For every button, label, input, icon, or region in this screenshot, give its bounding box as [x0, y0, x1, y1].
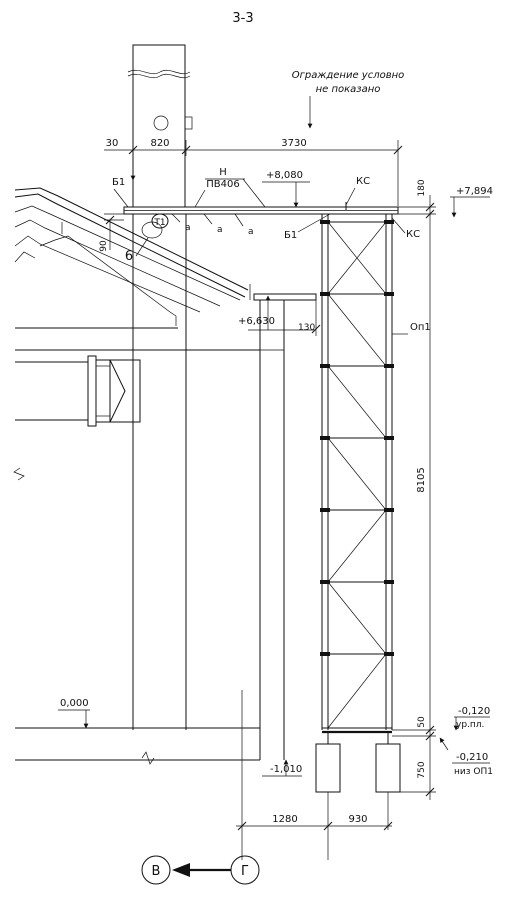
elev-platform: +6,630: [238, 316, 275, 327]
axis-label-g: Г: [241, 864, 249, 879]
dim-930: 930: [348, 814, 367, 825]
axis-label-v: В: [152, 864, 161, 879]
label-b1-left: Б1: [112, 177, 125, 188]
elev-bottom-op1: -0,210: [456, 752, 488, 763]
node-circle: [141, 221, 163, 239]
canopy-beam: [104, 202, 399, 221]
break-mark: [13, 467, 25, 481]
label-b1-right: Б1: [284, 230, 297, 241]
label-op1: Оп1: [410, 322, 431, 333]
dim-50: 50: [417, 716, 427, 728]
top-dimension: [104, 140, 403, 206]
dim-820: 820: [150, 138, 169, 149]
chimney-hatch-icon: [153, 115, 169, 131]
foundation-left: [315, 743, 341, 793]
beam-mark-h: Н: [219, 167, 227, 178]
beam-profile: ПВ406: [206, 179, 239, 190]
elev-floor: -0,120: [458, 706, 490, 717]
duct: [15, 355, 141, 427]
t1-marker: [151, 213, 169, 229]
weld-a-2: а: [217, 225, 223, 235]
section-title: 3-3: [232, 11, 253, 26]
right-dimension-chain: [392, 195, 436, 800]
label-ks-top: КС: [356, 176, 370, 187]
elev-right-top: +7,894: [456, 186, 493, 197]
axis-marker-v: [141, 855, 171, 885]
chimney: [127, 44, 193, 208]
foundation-right: [375, 743, 401, 793]
elev-ground: 0,000: [60, 698, 89, 709]
weld-a-1: а: [185, 223, 191, 233]
elev-bottom-op1-note: низ ОП1: [454, 767, 493, 777]
dim-130: 130: [298, 323, 315, 333]
label-t1: Т1: [153, 218, 165, 228]
dim-750: 750: [417, 761, 427, 778]
elev-floor-note: ур.пл.: [456, 720, 484, 730]
dim-3730: 3730: [281, 138, 306, 149]
weld-a-3: а: [248, 227, 254, 237]
dim-8105: 8105: [416, 467, 427, 492]
platform-bracket: [248, 293, 317, 760]
dim-180: 180: [417, 179, 427, 196]
arrow-left-icon: [172, 863, 190, 877]
note-line-2: не показано: [316, 84, 381, 95]
elev-top-beam: +8,080: [266, 170, 303, 181]
note-line-1: Ограждение условно: [292, 70, 405, 81]
label-ks-right: КС: [406, 229, 420, 240]
dim-90: 90: [99, 240, 109, 252]
bottom-dimension: [236, 690, 393, 860]
dim-1280: 1280: [272, 814, 297, 825]
dim-30: 30: [106, 138, 119, 149]
beam-leader: [242, 178, 266, 208]
node-6: 6: [125, 249, 133, 264]
column-op1: [320, 214, 394, 734]
